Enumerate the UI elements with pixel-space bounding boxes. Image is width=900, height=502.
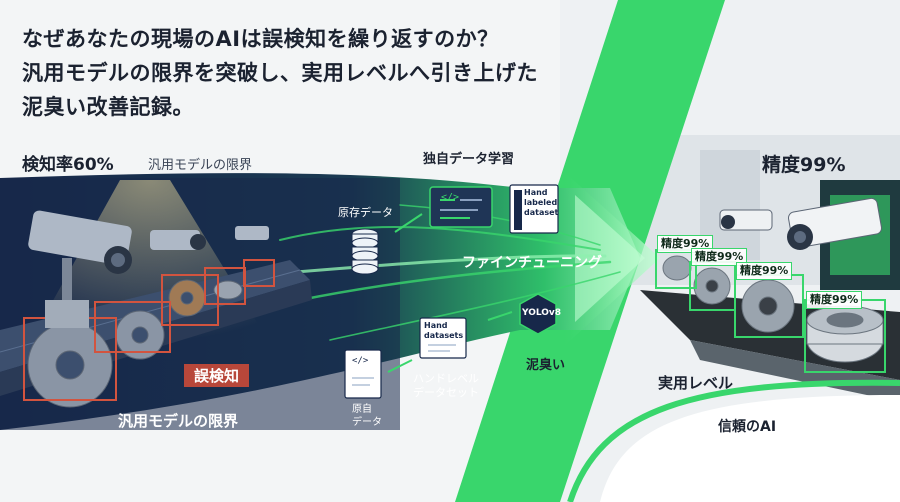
code-icon-label: </>	[441, 192, 460, 203]
label-line: データセット	[413, 386, 479, 399]
hand-labeled-dataset-doc: Hand labeled dataset	[524, 188, 558, 218]
gritty-label: 泥臭い	[526, 358, 566, 373]
general-model-limit-caption: 汎用モデルの限界	[118, 412, 239, 430]
hand-level-dataset-label: ハンドレベル データセット	[413, 372, 479, 400]
detection-rate: 検知率60%	[22, 155, 114, 175]
own-data-learning-label: 独自データ学習	[423, 152, 515, 167]
trusted-ai-label: 信頼のAI	[718, 419, 777, 435]
raw-data-bottom-label: 原自 データ	[352, 403, 382, 429]
camera-icon	[150, 230, 206, 250]
code-file-icon	[344, 349, 382, 399]
doc-line: Hand	[424, 321, 448, 330]
fine-tuning-label: ファインチューニング	[462, 255, 602, 271]
doc-line: Hand	[524, 188, 548, 197]
camera-icon	[235, 226, 269, 240]
practical-level-label: 実用レベル	[658, 374, 734, 392]
camera-icon	[28, 210, 132, 328]
accuracy-tag: 精度99%	[691, 248, 748, 266]
accuracy-tag: 精度99%	[736, 262, 793, 280]
headline-line-3: 泥臭い改善記録。	[22, 95, 194, 119]
general-model-limit-label: 汎用モデルの限界	[148, 158, 253, 173]
model-badge: YOLOv8	[522, 308, 562, 318]
accuracy-title: 精度99%	[762, 154, 846, 176]
headline: なぜあなたの現場のAIは誤検知を繰り返すのか？ 汎用モデルの限界を突破し、実用レ…	[22, 22, 538, 124]
white-sweep	[600, 395, 900, 502]
doc-line: datasets	[424, 331, 464, 340]
headline-line-2: 汎用モデルの限界を突破し、実用レベルへ引き上げた	[22, 61, 538, 85]
label-line: データ	[352, 417, 382, 428]
light-streaks	[258, 204, 621, 341]
camera-icon	[787, 197, 882, 250]
document-icon	[509, 184, 559, 234]
headline-line-1: なぜあなたの現場のAIは誤検知を繰り返すのか？	[22, 27, 499, 51]
arrow-icon	[387, 213, 513, 373]
camera-icon	[719, 209, 773, 231]
doc-line: labeled	[524, 198, 558, 207]
model-badge-shape	[519, 293, 557, 335]
code-monitor-icon	[429, 186, 493, 228]
database-icon	[351, 228, 379, 275]
code-file-label: </>	[352, 356, 369, 366]
label-line: ハンドレベル	[413, 372, 479, 385]
document-icon	[419, 317, 467, 359]
gear-icon	[662, 255, 884, 363]
false-detection-badge: 誤検知	[184, 364, 250, 387]
label-line: 原自	[352, 404, 372, 415]
hand-datasets-doc: Hand datasets	[424, 321, 463, 341]
raw-data-label: 原存データ	[338, 206, 393, 219]
accuracy-tag: 精度99%	[806, 291, 863, 309]
doc-line: dataset	[524, 208, 559, 217]
